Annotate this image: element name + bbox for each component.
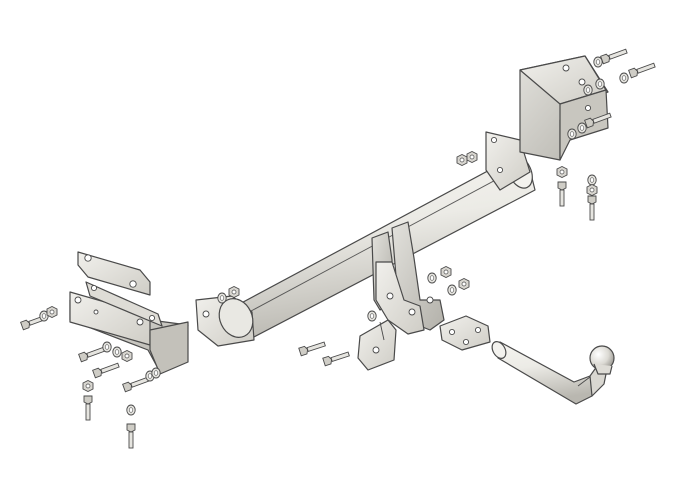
left-mounting-bracket (69, 291, 189, 375)
electrical-socket-plate (357, 319, 397, 371)
washer-icon (102, 341, 112, 353)
washer-icon (619, 72, 629, 84)
bolt-icon (126, 423, 136, 449)
nut-icon (121, 350, 133, 362)
washer-icon (567, 128, 577, 140)
bolt-icon (322, 349, 351, 367)
bolt-icon (298, 339, 327, 357)
nut-icon (228, 286, 240, 298)
tow-ball-mounting-plate (439, 315, 491, 351)
nut-icon (586, 184, 598, 196)
washer-icon (583, 84, 593, 96)
right-mounting-bracket (519, 55, 609, 161)
nut-icon (458, 278, 470, 290)
washer-icon (447, 284, 457, 296)
bolt-icon (92, 360, 121, 379)
bolt-icon (83, 395, 93, 421)
center-hanger-brackets (371, 221, 445, 335)
nut-icon (46, 306, 58, 318)
bolt-icon (78, 344, 107, 363)
bolt-icon (600, 46, 629, 65)
washer-icon (367, 310, 377, 322)
left-clamp-plate (77, 251, 151, 296)
nut-icon (466, 151, 478, 163)
nut-icon (456, 154, 468, 166)
washer-icon (427, 272, 437, 284)
washer-icon (151, 367, 161, 379)
bolt-icon (628, 60, 657, 79)
left-strap-plate (85, 281, 163, 327)
washer-icon (112, 346, 122, 358)
main-cross-tube (195, 131, 536, 347)
washer-icon (577, 122, 587, 134)
washer-icon (217, 292, 227, 304)
bolt-icon (587, 195, 597, 221)
washer-icon (587, 174, 597, 186)
washer-icon (595, 78, 605, 90)
nut-icon (556, 166, 568, 178)
tow-ball-neck (491, 341, 615, 405)
washer-icon (126, 404, 136, 416)
nut-icon (440, 266, 452, 278)
nut-icon (82, 380, 94, 392)
bolt-icon (557, 181, 567, 207)
washer-icon (593, 56, 603, 68)
